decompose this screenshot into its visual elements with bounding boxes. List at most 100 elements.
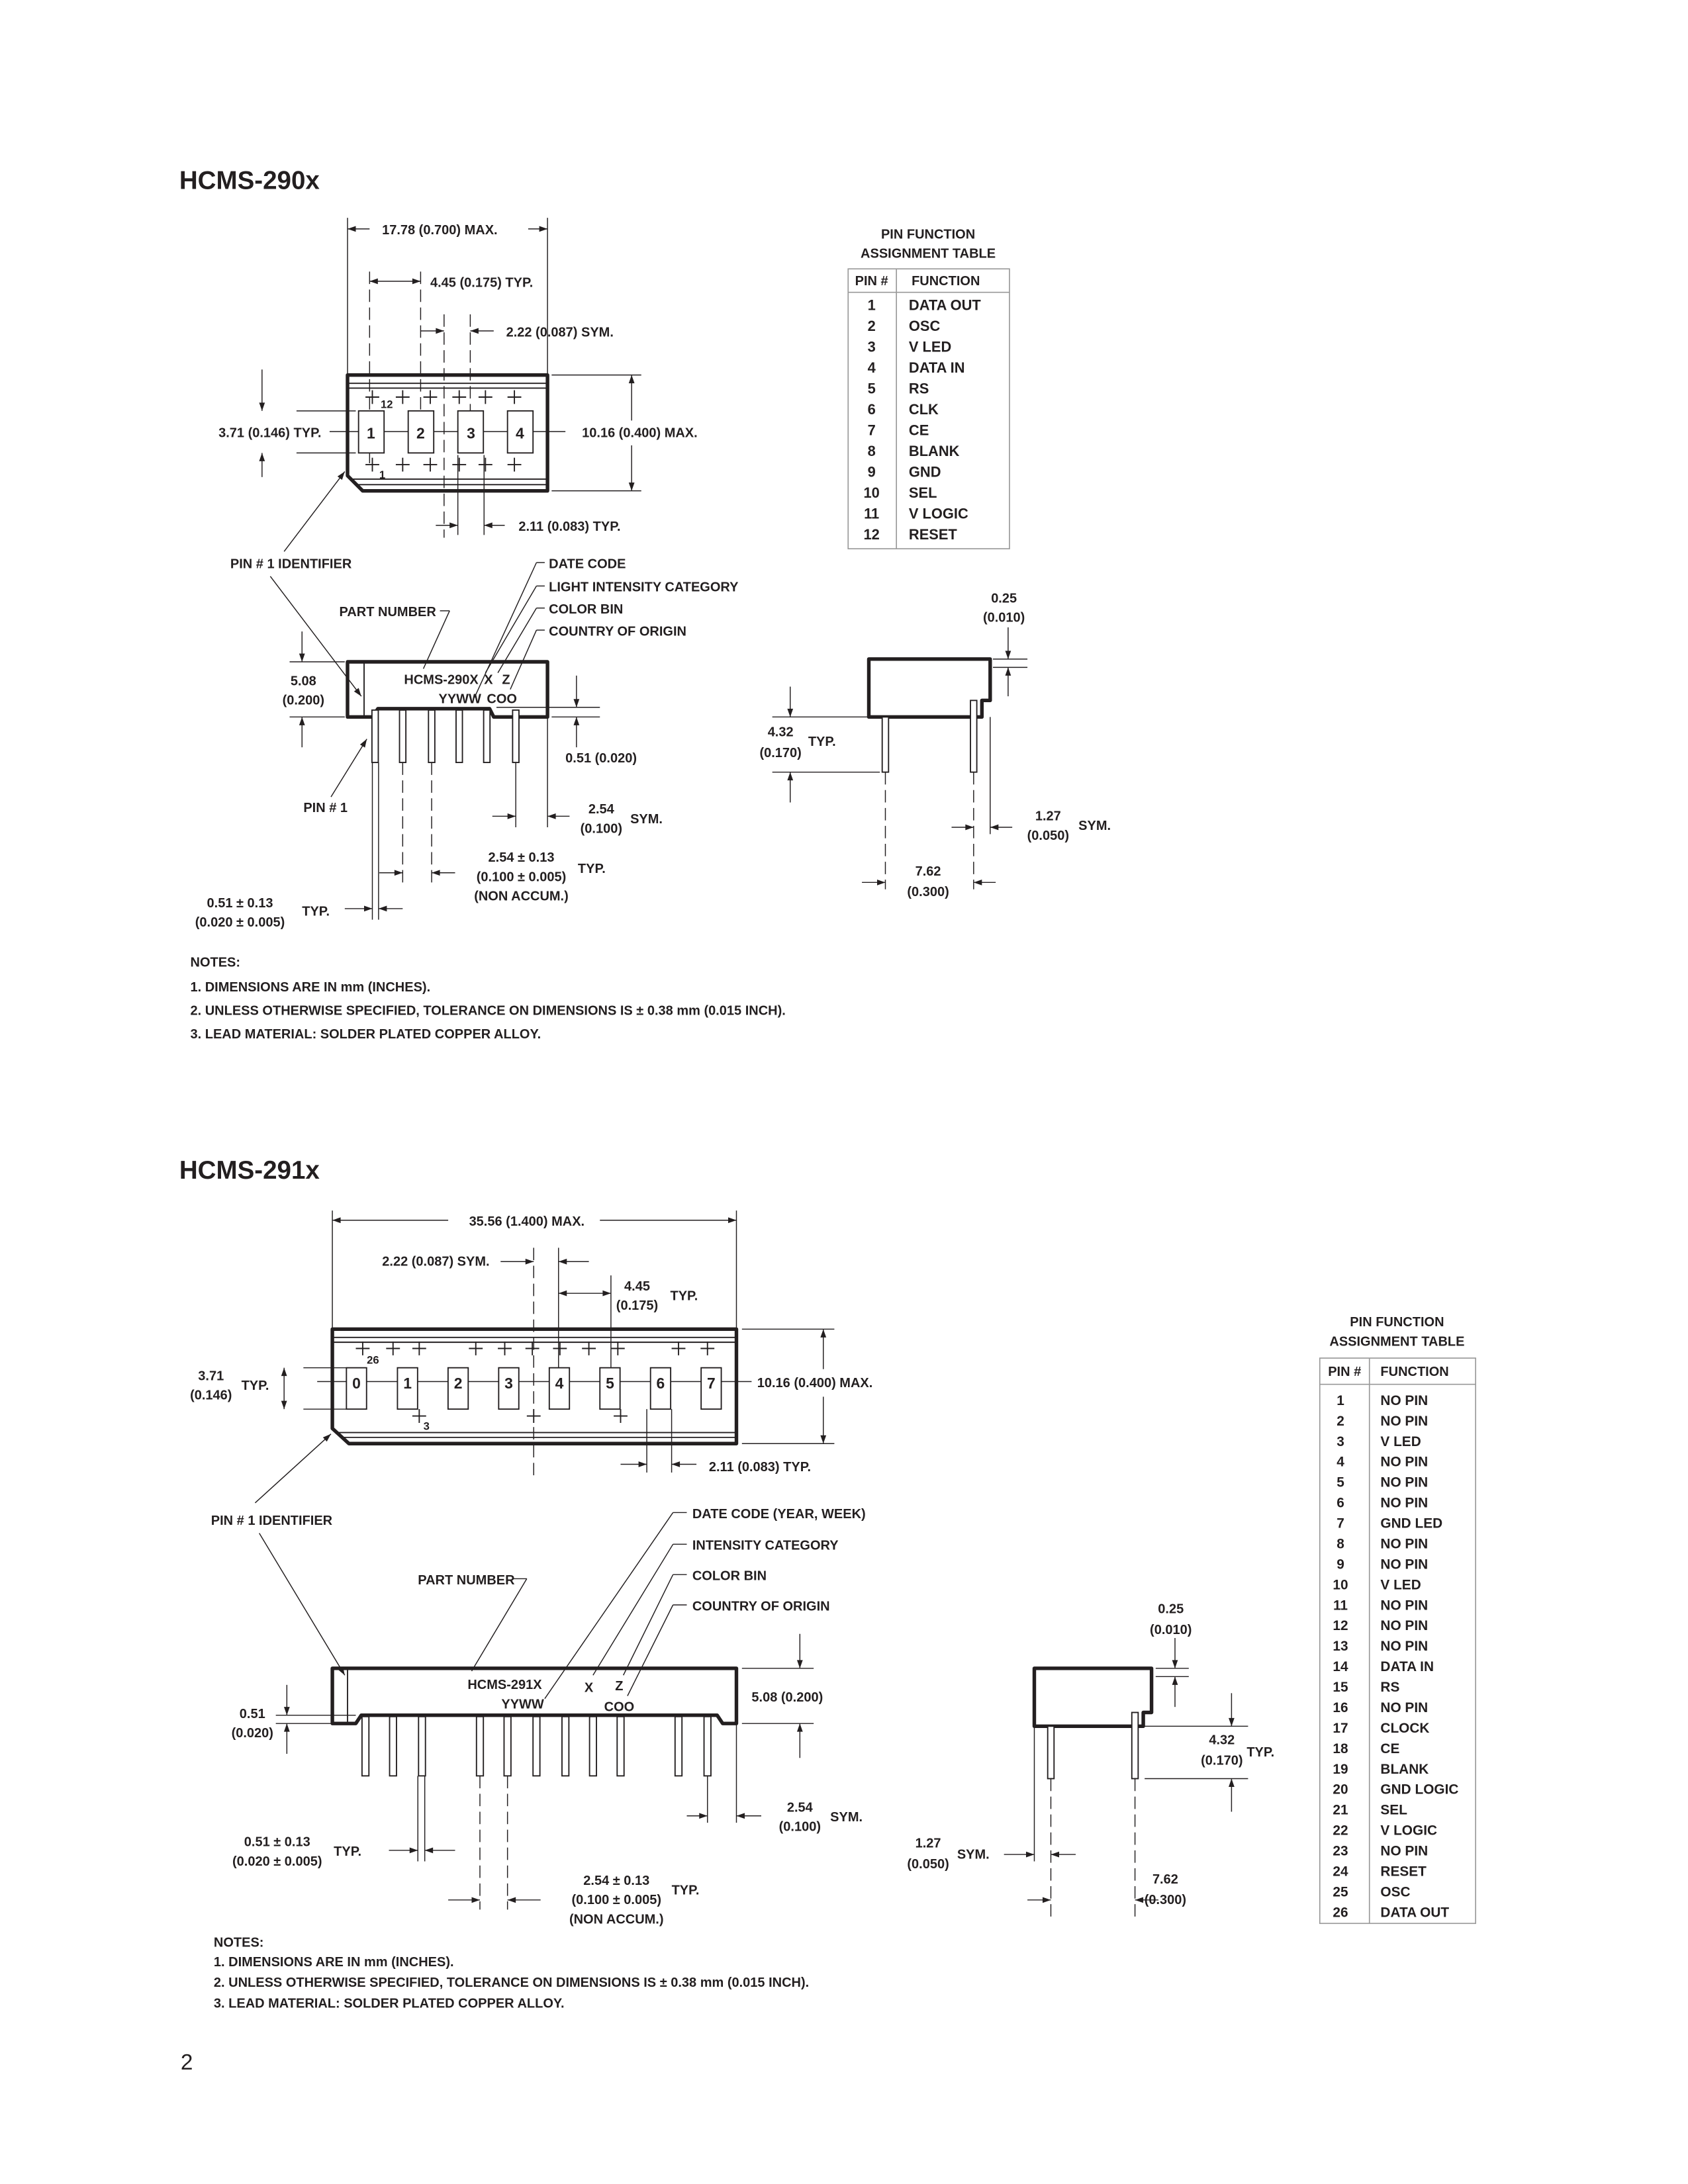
pin-function: CLOCK [1380, 1721, 1429, 1736]
hcms290-marking-part: HCMS-290X [404, 672, 479, 687]
hcms290-marking-date: YYWW [439, 692, 482, 707]
pin-location-mark [412, 1342, 426, 1355]
hcms291-dims-body-height: 5.08 (0.200) [751, 1690, 823, 1705]
hcms291-dims-lead-sym-0: 2.54 [787, 1801, 814, 1815]
hcms291-marking-part: HCMS-291X [467, 1678, 542, 1692]
hcms291-dims-lead-width-2: TYP. [334, 1844, 361, 1859]
pin-location-mark [478, 390, 492, 404]
hcms291-dims-lead-pitch-2: (NON ACCUM.) [569, 1912, 664, 1927]
hcms290-callouts-color-bin: COLOR BIN [549, 602, 623, 617]
digit-outline [357, 410, 385, 454]
digit-outline [397, 1367, 418, 1410]
pin-location-mark [452, 457, 467, 472]
hcms291-top-view-body [330, 1327, 739, 1445]
hcms290-pin-table-border [847, 268, 1010, 549]
hcms291-notes-2: 2. UNLESS OTHERWISE SPECIFIED, TOLERANCE… [214, 1976, 809, 1990]
hcms290-callouts-pin1-identifier: PIN # 1 IDENTIFIER [230, 557, 352, 571]
hcms291-dims-lead-pitch-1: (0.100 ± 0.005) [571, 1893, 661, 1907]
pin-function: NO PIN [1380, 1618, 1428, 1633]
hcms291-table-title-1: ASSIGNMENT TABLE [1329, 1334, 1464, 1349]
hcms290-dims-overall-height: 10.16 (0.400) MAX. [582, 426, 698, 440]
hcms290-dims-row-spacing-1: (0.300) [907, 885, 949, 899]
hcms291-pin-table-grid [1319, 1358, 1476, 1924]
pin-function: V LOGIC [909, 505, 968, 522]
pin-number: 22 [1333, 1823, 1348, 1839]
pin-number: 24 [1333, 1864, 1348, 1879]
hcms291-dims-standoff-0: 0.51 [240, 1707, 265, 1721]
digit-outline [498, 1367, 520, 1410]
pin-function: CLK [909, 401, 939, 418]
hcms290-table-headers-0: PIN # [855, 274, 888, 289]
hcms291-dims-lead-width-0: 0.51 ± 0.13 [244, 1835, 310, 1850]
hcms291-callouts-part-number: PART NUMBER [418, 1573, 515, 1588]
hcms291-pin-marks-0: 26 [367, 1353, 379, 1366]
dimension-arrow [283, 471, 346, 552]
lead [418, 1715, 426, 1777]
pin-number: 2 [1336, 1414, 1344, 1429]
pin-function: NO PIN [1380, 1455, 1428, 1470]
pin-function: RESET [909, 526, 958, 543]
hcms291-dims-lead-length-0: 4.32 [1209, 1733, 1235, 1747]
hcms290-dims-row-sym-1: (0.050) [1027, 829, 1069, 843]
pin-number: 1 [868, 297, 876, 314]
lead [616, 1715, 625, 1777]
pin-number: 21 [1333, 1803, 1348, 1818]
hcms290-callouts-part-number: PART NUMBER [340, 605, 437, 619]
pin-location-mark [700, 1342, 715, 1355]
hcms291-callouts-pin1-identifier: PIN # 1 IDENTIFIER [211, 1514, 333, 1528]
hcms290-dims-lead-pitch-0: 2.54 ± 0.13 [489, 850, 555, 865]
hcms291-dims-sym: 2.22 (0.087) SYM. [382, 1254, 489, 1269]
hcms291-dims-lead-length-1: (0.170) [1201, 1754, 1243, 1768]
hcms291-table-headers-0: PIN # [1328, 1365, 1361, 1379]
pin-function: RESET [1380, 1864, 1427, 1879]
hcms291-callouts-color-bin: COLOR BIN [692, 1569, 767, 1584]
pin-location-mark [610, 1342, 625, 1355]
digit-outline [346, 1367, 367, 1410]
pin-function: RS [1380, 1680, 1399, 1695]
hcms290-marking-coo: COO [487, 692, 517, 707]
pin-function: V LOGIC [1380, 1823, 1437, 1839]
pin-number: 15 [1333, 1680, 1348, 1695]
pin-location-mark [423, 390, 438, 404]
pin-number: 11 [864, 505, 879, 522]
pin-location-mark [671, 1342, 686, 1355]
hcms291-callouts-country: COUNTRY OF ORIGIN [692, 1599, 830, 1614]
pin-number: 4 [1336, 1455, 1344, 1470]
pin-number: 26 [1333, 1905, 1348, 1920]
lead [512, 709, 520, 764]
extension-line [592, 1543, 674, 1676]
hcms291-marking-date: YYWW [501, 1697, 544, 1711]
hcms291-dims-digit-width: 2.11 (0.083) TYP. [709, 1460, 811, 1475]
pin-location-mark [507, 457, 522, 472]
hcms290-dims-lead-length-2: TYP. [808, 735, 836, 749]
pin-number: 6 [868, 401, 876, 418]
pin-location-mark [395, 457, 410, 472]
lead [970, 700, 978, 773]
pin-function: NO PIN [1380, 1414, 1428, 1429]
extension-line [471, 1578, 528, 1672]
pin-location-mark [469, 1342, 483, 1355]
hcms290-dims-sym: 2.22 (0.087) SYM. [506, 325, 614, 340]
hcms291-dims-lead-width-1: (0.020 ± 0.005) [232, 1854, 322, 1869]
pin-function: SEL [909, 484, 937, 501]
pin-function: DATA IN [1380, 1659, 1434, 1674]
pin-number: 11 [1333, 1598, 1348, 1613]
hcms291-callouts-intensity: INTENSITY CATEGORY [692, 1539, 839, 1553]
hcms290-marking-x: X [484, 672, 493, 687]
hcms290-dims-lead-sym-0: 2.54 [588, 802, 615, 817]
hcms290-dims-lead-length-0: 4.32 [768, 725, 794, 740]
pin-function: CE [1380, 1741, 1399, 1756]
hcms291-notes-1: 1. DIMENSIONS ARE IN mm (INCHES). [214, 1955, 454, 1970]
hcms291-callouts-date-code: DATE CODE (YEAR, WEEK) [692, 1507, 866, 1522]
hcms290-dims-standoff: 0.51 (0.020) [565, 751, 637, 766]
hcms290-dims-body-height-0: 5.08 [291, 674, 316, 688]
pin-number: 23 [1333, 1844, 1348, 1859]
pin-function: V LED [909, 339, 951, 355]
lead [1131, 1711, 1139, 1780]
hcms290-callouts-intensity: LIGHT INTENSITY CATEGORY [549, 580, 739, 595]
extension-line [510, 629, 538, 690]
hcms290-notes-0: NOTES: [191, 955, 241, 970]
pin-location-mark [355, 1342, 370, 1355]
hcms291-dims-pitch-2: TYP. [671, 1289, 698, 1304]
